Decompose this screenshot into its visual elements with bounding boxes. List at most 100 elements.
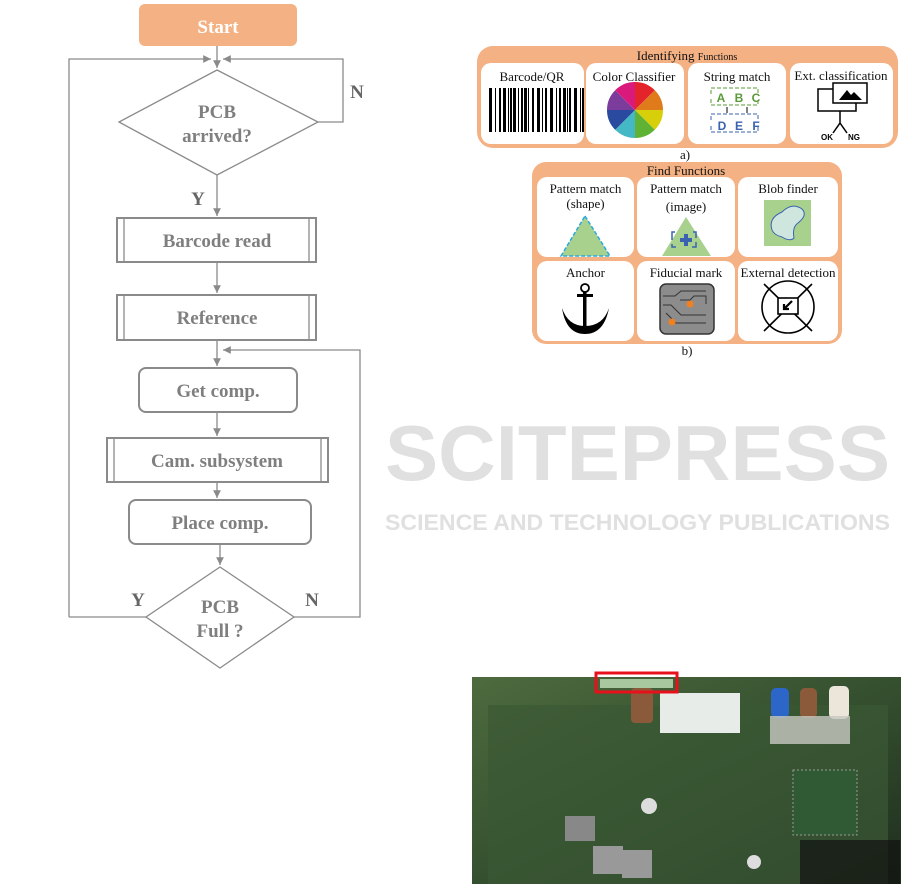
- decision1-yes-label: Y: [191, 189, 205, 210]
- blue-connector: [771, 688, 789, 718]
- barcode-bar: [528, 88, 529, 132]
- color-wheel-slice: [607, 90, 635, 110]
- barcode-bar: [499, 88, 501, 132]
- color-wheel-slice: [635, 110, 663, 130]
- ng-label: NG: [848, 133, 860, 142]
- color-wheel-slice: [615, 82, 635, 110]
- ok-label: OK: [821, 133, 833, 142]
- decision2-line1: PCB: [201, 597, 239, 618]
- barcode-bar: [550, 88, 553, 132]
- barcode-bar: [542, 88, 543, 132]
- color-wheel-slice: [635, 90, 663, 110]
- letter: C: [752, 91, 761, 105]
- barcode-bar: [495, 88, 496, 132]
- tile-string-match: [688, 63, 786, 144]
- tile-label: String match: [704, 69, 771, 84]
- letter: E: [735, 119, 743, 133]
- svg-text:Identifying Functions: Identifying Functions: [637, 48, 738, 63]
- find-tile-label: Pattern match: [550, 181, 622, 196]
- barcode-read-label: Barcode read: [163, 231, 272, 252]
- flowchart-labels: Start PCB arrived? Y N Barcode read Refe…: [131, 17, 364, 642]
- string-match-icon: A B C D E F: [710, 87, 761, 133]
- connector-shield: [660, 693, 740, 733]
- find-tile-label: Blob finder: [758, 181, 818, 196]
- barcode-bar: [580, 88, 581, 132]
- find-tile-label: Pattern match: [650, 181, 722, 196]
- color-wheel-slice: [615, 110, 635, 138]
- watermark: SCITEPRESS SCIENCE AND TECHNOLOGY PUBLIC…: [385, 409, 890, 535]
- barcode-bar: [574, 88, 577, 132]
- barcode-bar: [518, 88, 519, 132]
- watermark-tagline: SCIENCE AND TECHNOLOGY PUBLICATIONS: [385, 510, 890, 535]
- color-wheel-icon: [607, 82, 663, 138]
- cam-subsystem-label: Cam. subsystem: [151, 451, 283, 472]
- find-tile-sublabel: (image): [666, 199, 706, 214]
- barcode-bar: [503, 88, 506, 132]
- pcb-photo: [472, 671, 901, 884]
- barcode-bar: [582, 88, 584, 132]
- decision2-yes-label: Y: [131, 590, 145, 611]
- flowchart: [68, 4, 361, 669]
- identifying-title: Identifying: [637, 48, 695, 63]
- barcode-bar: [513, 88, 516, 132]
- anchor-icon: [562, 283, 609, 334]
- barcode-bar: [510, 88, 512, 132]
- pattern-shape-icon: [559, 214, 612, 257]
- tile-label: Color Classifier: [593, 69, 676, 84]
- external-detection-icon: [761, 280, 815, 334]
- start-node: [139, 4, 297, 46]
- reference-node: [116, 294, 317, 341]
- barcode-read-node: [116, 217, 317, 263]
- color-wheel-slice: [635, 110, 655, 138]
- start-label: Start: [197, 17, 239, 38]
- barcode-highlight-box: [594, 671, 679, 694]
- caption-b: b): [682, 343, 693, 358]
- find-functions-panel: Find Functions Pattern match(shape)Patte…: [532, 162, 842, 358]
- caption-a: a): [680, 147, 690, 162]
- brown-connector: [631, 688, 653, 723]
- barcode-bar: [521, 88, 523, 132]
- letter: A: [717, 91, 726, 105]
- barcode-bar: [545, 88, 547, 132]
- barcode-bar: [532, 88, 534, 132]
- barcode-icon: [489, 88, 584, 132]
- brown-connector: [800, 688, 817, 718]
- pattern-image-icon: [662, 217, 711, 256]
- barcode-bar: [559, 88, 561, 132]
- letter: F: [752, 119, 759, 133]
- blob-finder-icon: [764, 200, 811, 246]
- tile-label: Ext. classification: [794, 68, 888, 83]
- decision2-no-label: N: [305, 590, 319, 611]
- place-comp-label: Place comp.: [171, 513, 268, 534]
- decision1-no-label: N: [350, 82, 364, 103]
- decision-pcb-full: [144, 566, 296, 669]
- find-tile-label: Fiducial mark: [650, 265, 723, 280]
- barcode-bar: [556, 88, 557, 132]
- barcode-bar: [524, 88, 527, 132]
- letter: D: [718, 119, 727, 133]
- color-wheel-slice: [607, 110, 635, 130]
- get-comp-node: [138, 367, 298, 413]
- ext-classification-icon: OK NG: [817, 82, 868, 142]
- cam-subsystem-node: [106, 437, 329, 483]
- identifying-functions-panel: Identifying Functions Barcode/QR Color C…: [477, 46, 898, 162]
- barcode-bar: [567, 88, 568, 132]
- find-tile-label: External detection: [741, 265, 836, 280]
- find-tile-sublabel: (shape): [566, 196, 604, 211]
- barcode-bar: [569, 88, 571, 132]
- color-wheel-slice: [635, 82, 655, 110]
- barcode-bar: [537, 88, 540, 132]
- identifying-title-small: Functions: [698, 52, 738, 63]
- barcode-bar: [563, 88, 566, 132]
- reference-label: Reference: [177, 308, 258, 329]
- decision2-line2: Full ?: [197, 621, 244, 642]
- decision1-line2: arrived?: [182, 126, 252, 147]
- decision1-line1: PCB: [198, 102, 236, 123]
- find-title: Find Functions: [647, 163, 725, 178]
- tile-label: Barcode/QR: [500, 69, 565, 84]
- pcb-barcode: [600, 679, 673, 688]
- barcode-bar: [489, 88, 492, 132]
- white-connector: [829, 686, 849, 719]
- get-comp-label: Get comp.: [176, 381, 259, 402]
